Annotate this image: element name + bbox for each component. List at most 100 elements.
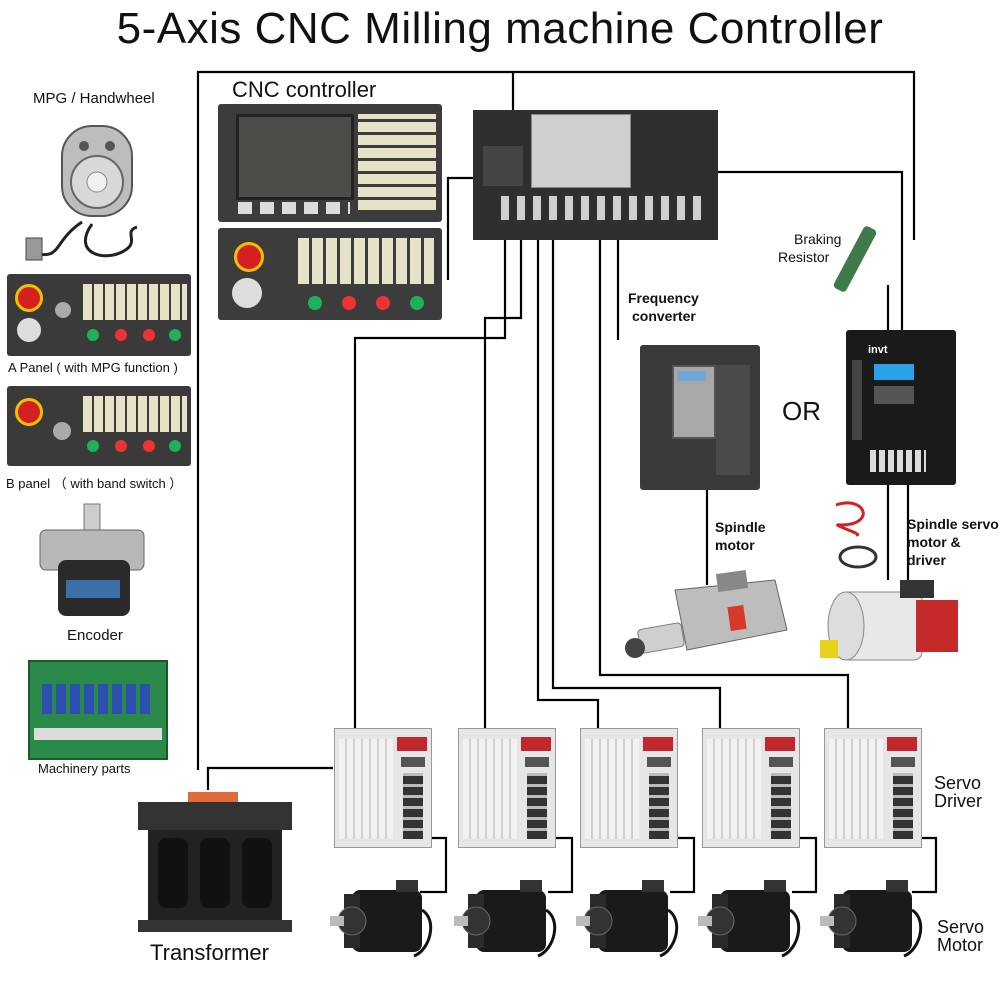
driver-keys <box>647 757 671 767</box>
driver-fins <box>707 739 761 839</box>
servo-motor-1-icon <box>330 880 433 958</box>
estop-icon <box>234 242 264 272</box>
motor-connector <box>642 880 664 892</box>
motor-body <box>476 890 546 952</box>
servo-driver-1 <box>334 728 432 848</box>
servo-motor-4-icon <box>698 880 801 958</box>
braking-resistor-icon <box>833 226 877 292</box>
spindle-servo-line2: motor & driver <box>907 534 961 568</box>
braking-label-line2: Resistor <box>778 249 830 265</box>
wire-transformer-driver <box>206 766 333 790</box>
panel-b-label: B panel （ with band switch ） <box>6 476 183 491</box>
servo-motor-3-icon <box>576 880 679 958</box>
servo-driver-4 <box>702 728 800 848</box>
servo-driver-label: Servo Driver <box>934 774 982 810</box>
motor-connector <box>396 880 418 892</box>
driver-connectors <box>403 773 423 839</box>
servo-driver-5 <box>824 728 922 848</box>
spindle-motor-label: Spindle motor <box>715 518 766 554</box>
motor-cable <box>537 908 557 958</box>
driver-keys <box>769 757 793 767</box>
driver-display <box>887 737 917 751</box>
mpg-handwheel-icon <box>25 125 138 261</box>
spindle-label-line1: Spindle <box>715 519 766 535</box>
motor-cable <box>659 908 679 958</box>
motor-connector <box>886 880 908 892</box>
estop-icon <box>15 398 43 426</box>
connection-box <box>473 110 718 240</box>
feedrate-knob-icon <box>55 302 71 318</box>
transformer-icon <box>138 792 292 932</box>
driver-fins <box>829 739 883 839</box>
start-icon <box>169 329 181 341</box>
wire-loop-2 <box>548 836 574 894</box>
driver-display <box>765 737 795 751</box>
power-on-icon <box>87 440 99 452</box>
wire-z-axis <box>536 222 600 728</box>
servo-motor-line1: Servo <box>937 917 985 937</box>
servo-driver-2 <box>458 728 556 848</box>
braking-label-line1: Braking <box>794 231 842 247</box>
driver-terminals <box>870 450 926 472</box>
cnc-controller-unit <box>218 104 442 222</box>
encoder-icon <box>39 503 145 616</box>
spindle-servo-driver: invt <box>846 330 956 485</box>
encoder-label: Encoder <box>67 627 123 644</box>
spindle-servo-motor-icon <box>820 580 958 661</box>
driver-fins <box>463 739 517 839</box>
driver-keys <box>874 386 914 404</box>
start-icon <box>410 296 424 310</box>
terminal-block <box>483 146 523 186</box>
power-off-icon <box>342 296 356 310</box>
motor-cable <box>413 908 433 958</box>
softkey-row <box>238 202 350 214</box>
page-title: 5-Axis CNC Milling machine Controller <box>116 4 884 53</box>
or-label: OR <box>782 396 821 426</box>
cable-icon <box>835 501 878 569</box>
heatsink <box>716 365 750 475</box>
spindle-servo-label: Spindle servo motor & driver <box>907 515 1000 569</box>
power-on-icon <box>87 329 99 341</box>
wire-transformer-top <box>196 70 916 770</box>
servo-driver-3 <box>580 728 678 848</box>
wire-a-axis <box>551 222 722 728</box>
wire-loop-3 <box>670 836 696 894</box>
wire-loop-5 <box>912 836 938 894</box>
mpg-wheel-icon <box>17 318 41 342</box>
suspend-icon <box>143 440 155 452</box>
keypad <box>83 396 187 432</box>
power-off-icon <box>115 329 127 341</box>
servo-motor-2-icon <box>454 880 557 958</box>
driver-connectors <box>893 773 913 839</box>
motor-body <box>720 890 790 952</box>
start-icon <box>169 440 181 452</box>
servo-driver-line1: Servo <box>934 773 982 793</box>
driver-keys <box>401 757 425 767</box>
wire-loop-1 <box>420 836 448 894</box>
motor-cable <box>781 908 801 958</box>
cnc-controller-label: CNC controller <box>232 77 377 102</box>
driver-connectors <box>649 773 669 839</box>
transformer-label: Transformer <box>150 940 269 965</box>
estop-icon <box>15 284 43 312</box>
motor-body <box>352 890 422 952</box>
spindle-label-line2: motor <box>715 537 755 553</box>
operator-keypad <box>298 238 434 284</box>
driver-connectors <box>771 773 791 839</box>
driver-fins <box>339 739 393 839</box>
keypad <box>83 284 187 320</box>
freq-converter-label: Frequency converter <box>628 289 699 325</box>
freq-label-line2: converter <box>632 308 696 324</box>
driver-connectors <box>527 773 547 839</box>
suspend-icon <box>143 329 155 341</box>
braking-resistor-label: Braking Resistor <box>778 230 841 266</box>
suspend-icon <box>376 296 390 310</box>
motor-connector <box>520 880 542 892</box>
power-supply <box>531 114 631 188</box>
panel-a-label: A Panel ( with MPG function ) <box>8 360 178 375</box>
cnc-keypad <box>358 114 436 210</box>
cnc-operator-panel <box>218 228 442 320</box>
machinery-label: Machinery parts <box>38 761 131 776</box>
motor-shaft <box>330 916 344 926</box>
